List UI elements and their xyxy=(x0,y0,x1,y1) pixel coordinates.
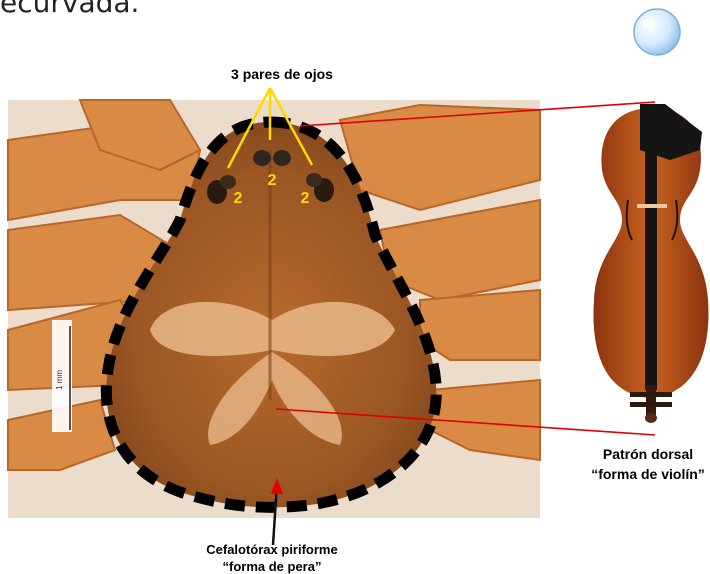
spider-photo: 1 mm xyxy=(8,100,540,518)
cephalothorax-label-line1: Cefalotórax piriforme xyxy=(206,542,337,557)
scale-bar-label: 1 mm xyxy=(55,370,64,390)
eye-count-left: 2 xyxy=(234,190,243,207)
eyes-label: 3 pares de ojos xyxy=(231,66,333,82)
eye-count-center: 2 xyxy=(268,172,277,189)
violin-illustration xyxy=(593,104,708,423)
eye-count-right: 2 xyxy=(301,190,310,207)
dorsal-pattern-label-line1: Patrón dorsal xyxy=(603,446,693,462)
dorsal-pattern-label-line2: “forma de violín” xyxy=(591,466,705,482)
bubble-icon xyxy=(634,9,680,55)
cephalothorax-label-line2: “forma de pera” xyxy=(223,559,322,574)
